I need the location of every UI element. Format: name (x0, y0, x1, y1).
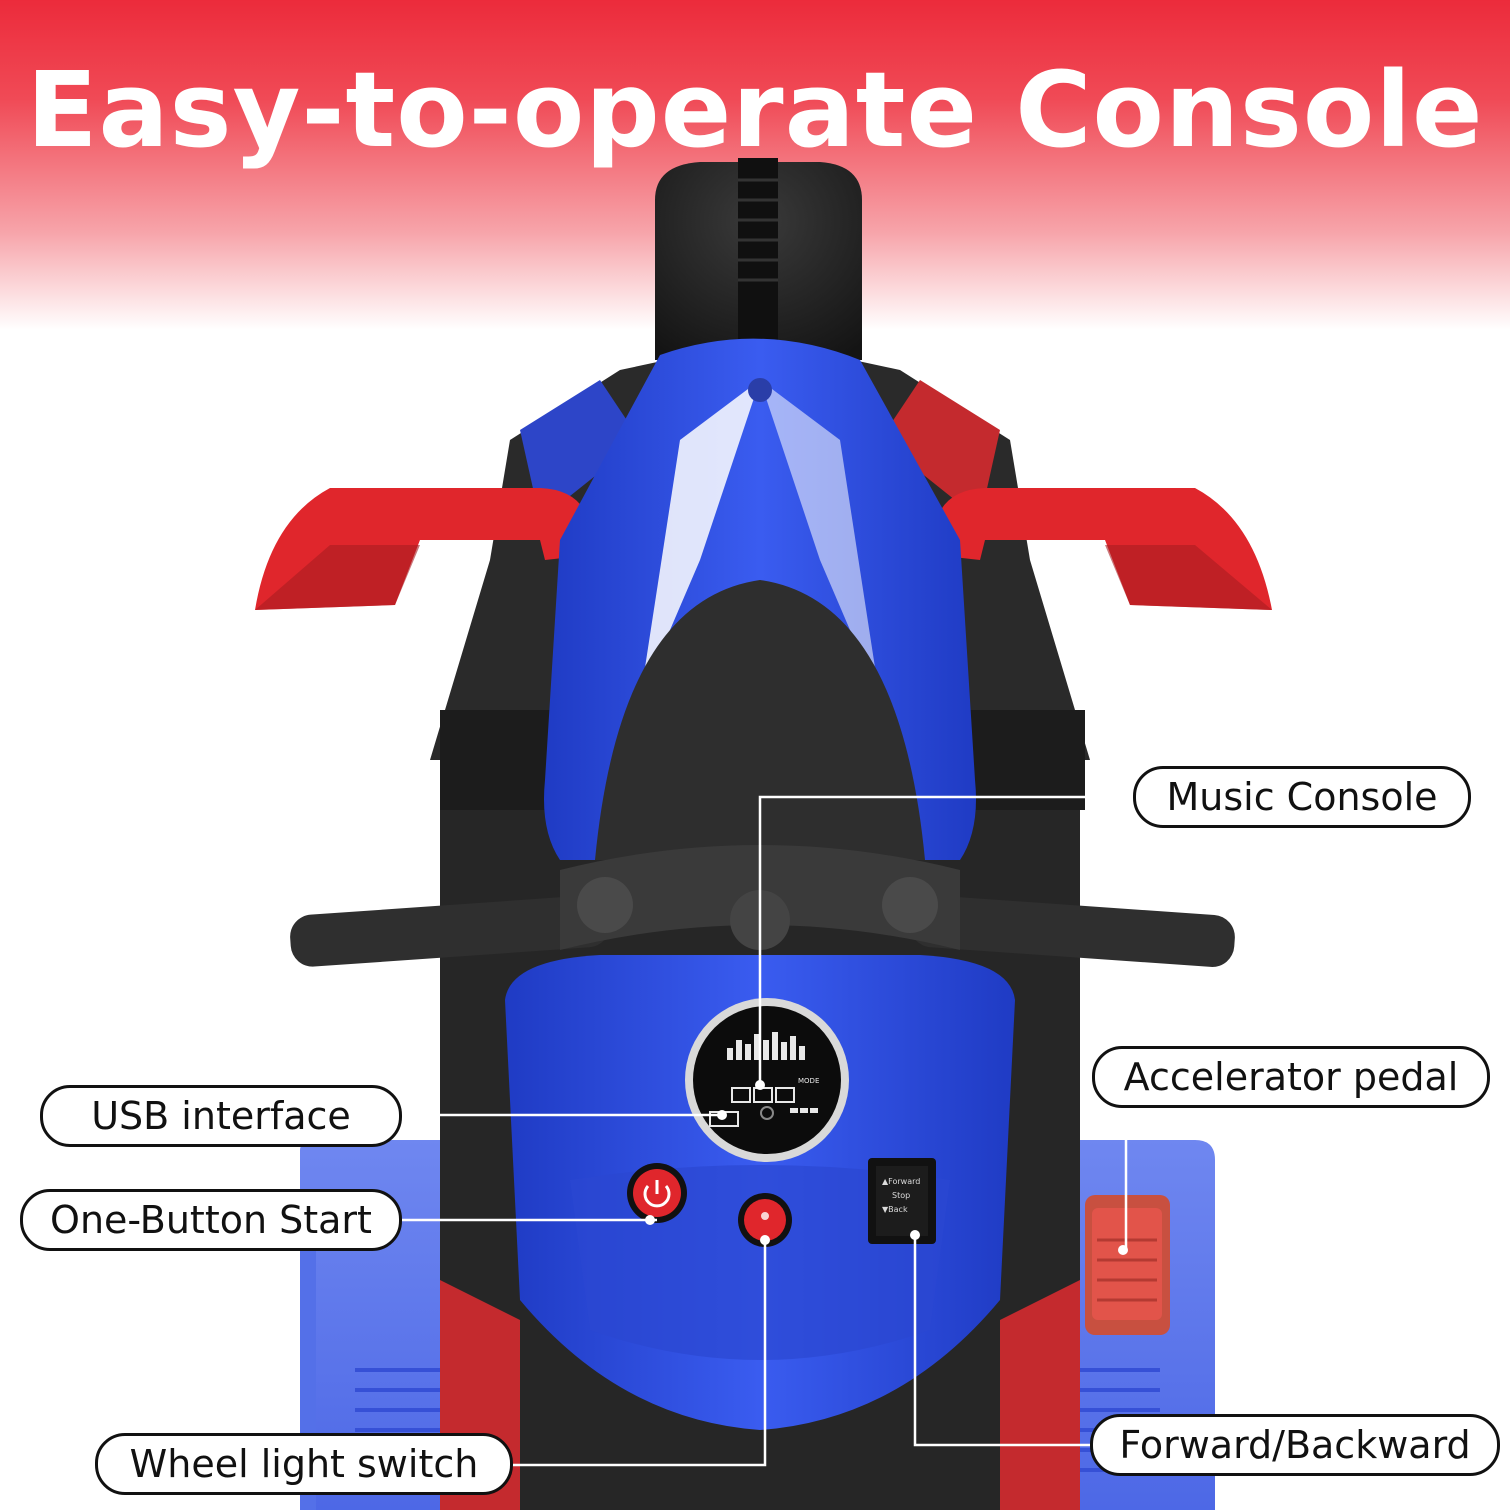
page-title: Easy-to-operate Console (26, 49, 1484, 171)
callout-accelerator-pedal: Accelerator pedal (1092, 1046, 1490, 1108)
music-console-display: MODE (685, 998, 849, 1162)
callout-leader-lines (400, 795, 1128, 1467)
callout-wheel-light-switch: Wheel light switch (95, 1433, 513, 1495)
forward-label: ▲Forward (882, 1177, 920, 1186)
callout-one-button-start: One-Button Start (20, 1189, 402, 1251)
callout-usb-interface: USB interface (40, 1085, 402, 1147)
rear-tire (655, 158, 862, 360)
power-icon (643, 1180, 671, 1208)
stop-label: Stop (892, 1191, 910, 1200)
forward-backward-switch: ▲Forward Stop ▼Back (868, 1158, 936, 1244)
callout-music-console: Music Console (1133, 766, 1471, 828)
blue-cowl (544, 338, 976, 861)
power-button (627, 1163, 687, 1223)
mode-label: MODE (798, 1077, 819, 1085)
right-side-fin (933, 488, 1272, 610)
back-label: ▼Back (882, 1205, 908, 1214)
left-side-fin (255, 488, 592, 610)
callout-dots (645, 1080, 1128, 1255)
callout-forward-backward: Forward/Backward (1090, 1414, 1500, 1476)
equalizer-icon (727, 1032, 805, 1060)
wheel-light-switch-button (738, 1193, 792, 1247)
accelerator-pedal (1085, 1195, 1170, 1335)
